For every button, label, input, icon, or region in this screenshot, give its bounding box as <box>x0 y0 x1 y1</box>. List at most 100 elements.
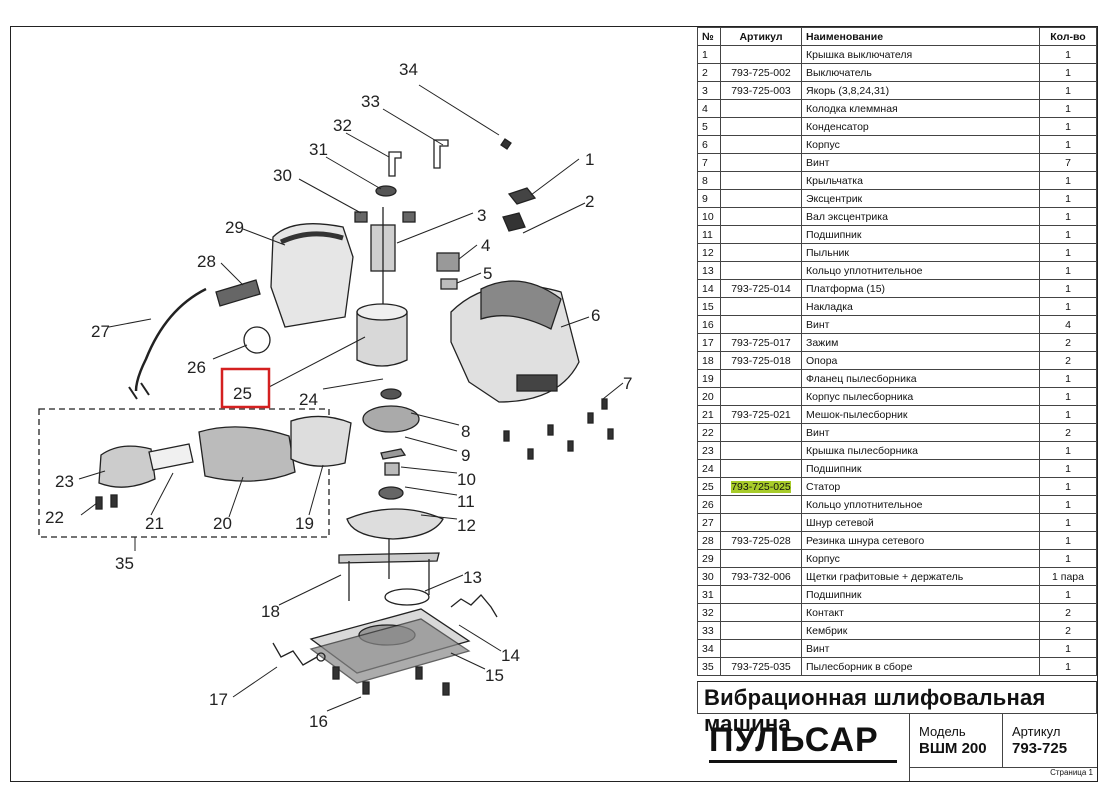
part-17-clamp-left <box>272 642 318 666</box>
parts-table-header: № Артикул Наименование Кол-во <box>697 27 1097 46</box>
header-name: Наименование <box>801 27 1040 46</box>
cell-num: 19 <box>697 369 721 388</box>
cell-name: Подшипник <box>801 459 1040 478</box>
cell-qty: 2 <box>1039 423 1097 442</box>
cell-num: 14 <box>697 279 721 298</box>
selection-box-25 <box>220 367 271 409</box>
callout-16: 16 <box>309 712 328 731</box>
cell-qty: 1 <box>1039 639 1097 658</box>
cell-num: 35 <box>697 657 721 676</box>
callout-1: 1 <box>585 150 594 169</box>
highlighted-article: 793-725-025 <box>731 480 791 493</box>
logo-underline <box>709 760 897 763</box>
callout-7: 7 <box>623 374 632 393</box>
cell-article <box>720 297 802 316</box>
callout-6: 6 <box>591 306 600 325</box>
exploded-diagram: 1 2 3 4 5 6 7 8 9 10 11 12 13 14 15 16 1… <box>11 27 707 781</box>
cell-num: 11 <box>697 225 721 244</box>
callout-4: 4 <box>481 236 490 255</box>
cell-qty: 1 <box>1039 189 1097 208</box>
callout-29: 29 <box>225 218 244 237</box>
cell-name: Зажим <box>801 333 1040 352</box>
cell-num: 27 <box>697 513 721 532</box>
cell-name: Винт <box>801 423 1040 442</box>
cell-qty: 1 <box>1039 477 1097 496</box>
cell-name: Накладка <box>801 297 1040 316</box>
cell-name: Винт <box>801 153 1040 172</box>
part-4-terminal <box>436 252 460 272</box>
cell-name: Корпус <box>801 549 1040 568</box>
part-12-dust-seal <box>346 508 444 540</box>
callout-21: 21 <box>145 514 164 533</box>
cell-name: Резинка шнура сетевого <box>801 531 1040 550</box>
cell-name: Выключатель <box>801 63 1040 82</box>
cell-qty: 1 <box>1039 225 1097 244</box>
cell-num: 20 <box>697 387 721 406</box>
part-28-cord-guard <box>215 279 261 307</box>
cell-name: Якорь (3,8,24,31) <box>801 81 1040 100</box>
cell-name: Опора <box>801 351 1040 370</box>
model-value: ВШМ 200 <box>919 740 987 757</box>
callout-2: 2 <box>585 192 594 211</box>
cell-qty: 1 <box>1039 279 1097 298</box>
cell-article <box>720 621 802 640</box>
part-24-bearing <box>380 388 402 400</box>
part-10-shaft <box>384 462 400 476</box>
cell-name: Корпус пылесборника <box>801 387 1040 406</box>
cell-article <box>720 171 802 190</box>
cell-qty: 1 <box>1039 297 1097 316</box>
cell-article: 793-732-006 <box>720 567 802 586</box>
cell-num: 16 <box>697 315 721 334</box>
cell-article <box>720 135 802 154</box>
cell-qty: 1 <box>1039 495 1097 514</box>
document-title: Вибрационная шлифовальная машина <box>704 685 1046 736</box>
part-30-brush-left <box>354 211 368 223</box>
part-5-capacitor <box>440 278 458 290</box>
cell-name: Пыльник <box>801 243 1040 262</box>
cell-name: Корпус <box>801 135 1040 154</box>
part-30-brush-right <box>402 211 416 223</box>
callout-31: 31 <box>309 140 328 159</box>
cell-article <box>720 261 802 280</box>
logo-cell: ПУЛЬСАР <box>697 714 910 781</box>
callout-30: 30 <box>273 166 292 185</box>
part-9-eccentric <box>380 448 407 460</box>
part-32-contact <box>388 151 402 177</box>
cell-qty: 1 <box>1039 117 1097 136</box>
cell-name: Кембрик <box>801 621 1040 640</box>
part-25-stator <box>356 311 408 367</box>
cell-qty: 4 <box>1039 315 1097 334</box>
cell-name: Крышка выключателя <box>801 45 1040 64</box>
callout-18: 18 <box>261 602 280 621</box>
cell-article: 793-725-014 <box>720 279 802 298</box>
cell-article: 793-725-002 <box>720 63 802 82</box>
callout-numbers: 1 2 3 4 5 6 7 8 9 10 11 12 13 14 15 16 1… <box>45 60 632 731</box>
cell-num: 7 <box>697 153 721 172</box>
cell-article <box>720 639 802 658</box>
cell-qty: 2 <box>1039 351 1097 370</box>
cell-article <box>720 315 802 334</box>
callout-3: 3 <box>477 206 486 225</box>
cell-name: Крыльчатка <box>801 171 1040 190</box>
callout-22: 22 <box>45 508 64 527</box>
cell-name: Кольцо уплотнительное <box>801 261 1040 280</box>
